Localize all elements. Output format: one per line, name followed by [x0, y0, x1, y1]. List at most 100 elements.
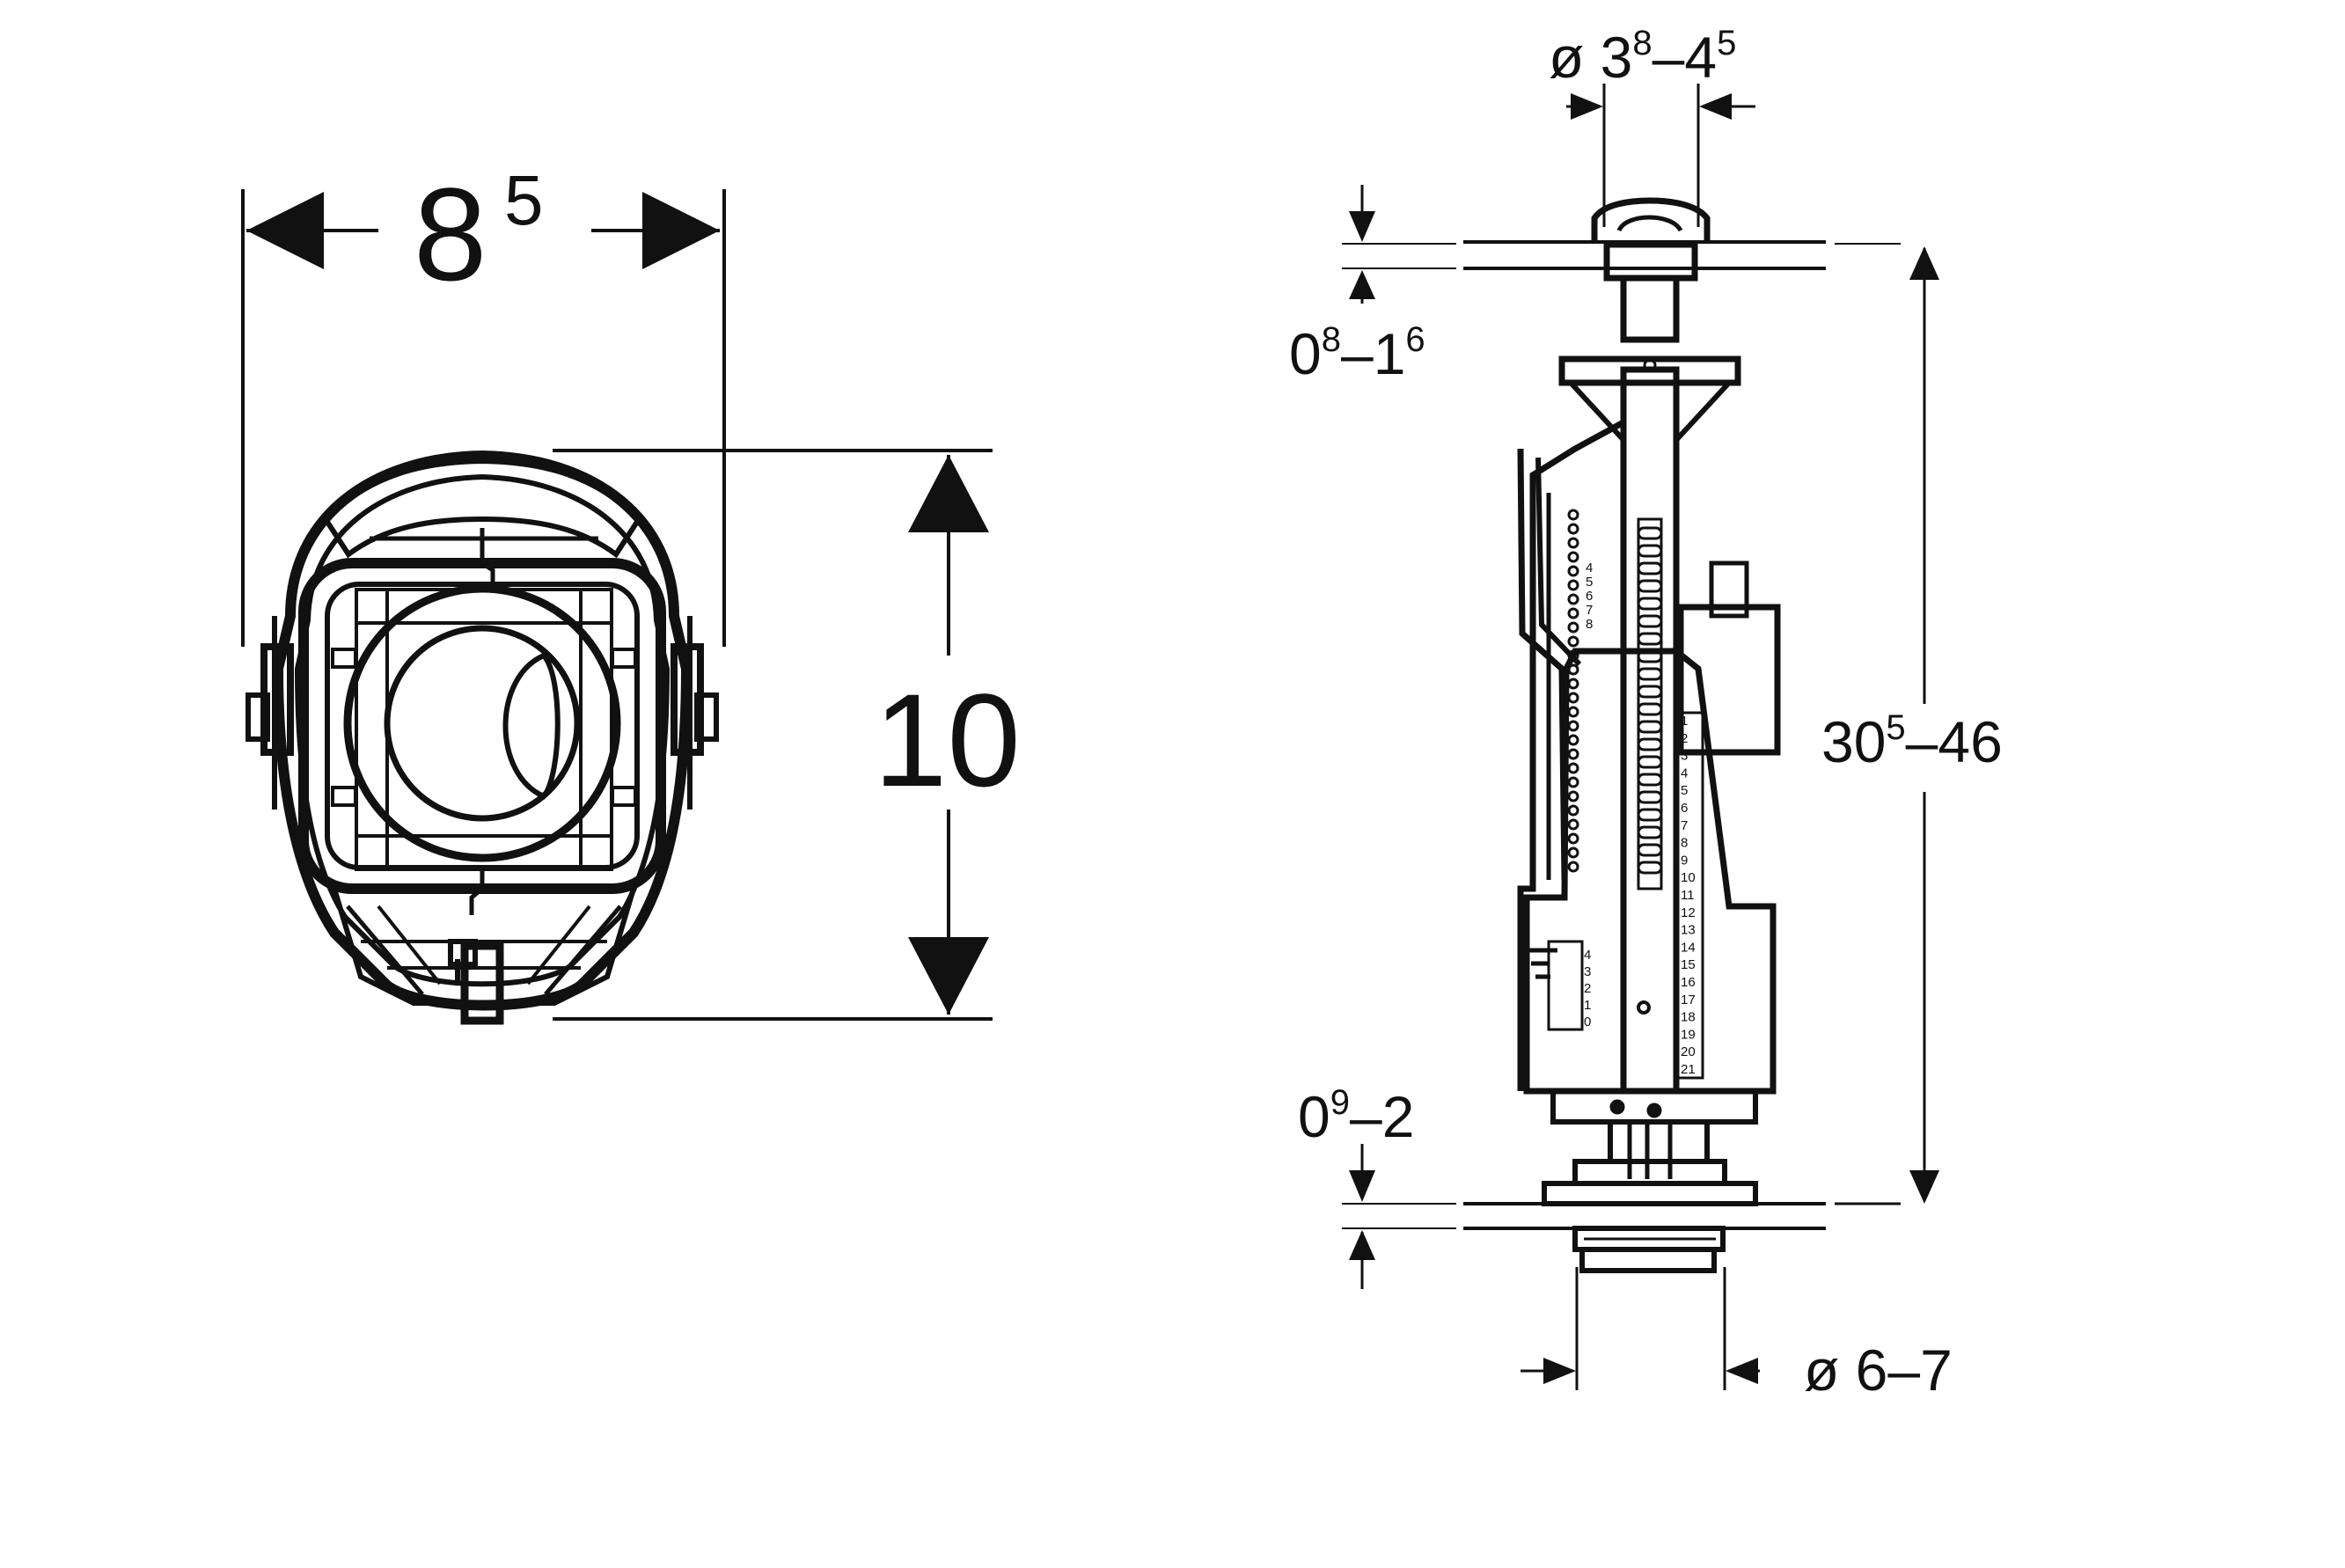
scale-main-label-8: 9	[1681, 853, 1688, 868]
shaft-slot	[1637, 685, 1663, 699]
width-value: 8	[414, 160, 487, 308]
width-value-sup: 5	[504, 161, 544, 239]
scale-main-label-18: 19	[1681, 1027, 1696, 1042]
top-diameter-prefix: ø	[1549, 25, 1601, 90]
height-dimension: 10	[874, 455, 1021, 1015]
scale-main-label-14: 15	[1681, 957, 1696, 972]
shaft-slot	[1637, 526, 1663, 540]
scale-main-label-3: 4	[1681, 766, 1688, 780]
top-thickness-b: 1	[1374, 321, 1406, 386]
shaft-slot	[1637, 614, 1663, 628]
scale-upper-label-2: 6	[1586, 589, 1593, 604]
shaft-slot	[1637, 755, 1663, 769]
bottom-thickness-a-sup: 9	[1330, 1083, 1350, 1122]
arrow-left-icon	[1726, 1358, 1758, 1384]
scale-main-label-9: 10	[1681, 870, 1696, 885]
arrow-up-icon	[908, 455, 989, 532]
overflow-perforation	[1567, 537, 1579, 549]
bottom-thickness-b: 2	[1382, 1084, 1415, 1149]
overflow-perforation	[1567, 804, 1579, 817]
top-diameter-b-sup: 5	[1717, 24, 1736, 62]
shaft-slot	[1637, 737, 1663, 751]
top-diameter-b: 4	[1684, 25, 1717, 90]
scale-main-label-7: 8	[1681, 836, 1688, 851]
top-diameter-a-sup: 8	[1632, 24, 1652, 62]
overflow-perforation	[1567, 734, 1579, 746]
overflow-perforation	[1567, 861, 1579, 873]
overflow-perforation	[1567, 818, 1579, 831]
scale-main-label-11: 12	[1681, 905, 1696, 920]
svg-text:ø 38–45: ø 38–45	[1549, 24, 1736, 90]
overflow-perforation	[1567, 523, 1579, 535]
top-diameter-sep: –	[1652, 25, 1685, 90]
overflow-perforation	[1567, 663, 1579, 676]
overall-height-b: 46	[1938, 709, 2002, 774]
arrow-up-icon	[1909, 246, 1939, 280]
shaft-slot	[1637, 843, 1663, 857]
overall-height-dimension: 305–46	[1821, 246, 2003, 1205]
overflow-perforation	[1567, 720, 1579, 732]
arrow-down-icon	[1349, 211, 1375, 242]
overflow-perforation	[1567, 565, 1579, 577]
top-diameter-dimension: ø 38–45	[1549, 24, 1755, 227]
arrow-up-icon	[1349, 270, 1375, 299]
arrow-left-icon	[1699, 93, 1732, 120]
flush-valve-side-view	[1517, 197, 1781, 1273]
scale-main-label-1: 2	[1681, 731, 1688, 746]
scale-upper-label-3: 7	[1586, 603, 1593, 618]
scale-small-label-2: 2	[1584, 981, 1591, 996]
overflow-perforation	[1567, 790, 1579, 802]
scale-small-label-3: 1	[1584, 998, 1591, 1013]
shaft-slot	[1637, 632, 1663, 646]
shaft-slot	[1637, 702, 1663, 716]
svg-text:08–16: 08–16	[1289, 320, 1425, 386]
arrow-down-icon	[1909, 1170, 1939, 1204]
shaft-slot	[1637, 808, 1663, 822]
overflow-perforation	[1567, 706, 1579, 718]
top-thickness-b-sup: 6	[1405, 320, 1425, 359]
scale-small-label-0: 4	[1584, 948, 1591, 963]
arrow-down-icon	[1349, 1170, 1375, 1202]
shaft-slot	[1637, 649, 1663, 663]
overall-height-a: 30	[1821, 709, 1886, 774]
shaft-slot	[1637, 561, 1663, 575]
scale-main-label-15: 16	[1681, 975, 1696, 990]
scale-main-label-19: 20	[1681, 1044, 1696, 1059]
shaft-slot	[1637, 667, 1663, 681]
overflow-perforation	[1567, 762, 1579, 774]
bottom-diameter-dimension: ø 6–7	[1521, 1267, 1953, 1403]
scale-main-label-17: 18	[1681, 1010, 1696, 1025]
scale-main-label-4: 5	[1681, 783, 1688, 798]
overflow-perforation	[1567, 593, 1579, 605]
shaft-slot	[1637, 597, 1663, 611]
flush-valve-top-view	[245, 450, 719, 1025]
bottom-diameter-value: ø 6–7	[1804, 1337, 1953, 1403]
shaft-slots	[1567, 509, 1663, 875]
side-view: 08–16 ø 38–45 305–46	[1289, 24, 2003, 1403]
overflow-perforation	[1567, 832, 1579, 845]
overflow-perforation	[1567, 776, 1579, 788]
shaft-slot	[1637, 790, 1663, 804]
top-diameter-a: 3	[1601, 25, 1633, 90]
overflow-perforation	[1567, 678, 1579, 690]
scale-small-label-1: 3	[1584, 964, 1591, 979]
height-scale	[1674, 711, 1704, 1080]
scale-main-label-12: 13	[1681, 923, 1696, 938]
overflow-perforation	[1567, 607, 1579, 619]
top-thickness-a: 0	[1289, 321, 1322, 386]
arrow-up-icon	[1349, 1230, 1375, 1260]
bottom-thickness-sep: –	[1350, 1084, 1382, 1149]
top-thickness-a-sup: 8	[1322, 320, 1341, 359]
overflow-perforation	[1567, 846, 1579, 859]
scale-small-label-4: 0	[1584, 1015, 1591, 1029]
top-thickness-dimension: 08–16	[1289, 185, 1425, 386]
shaft-slot	[1637, 773, 1663, 787]
scale-main-label-2: 3	[1681, 749, 1688, 764]
shaft-slot	[1637, 579, 1663, 593]
shaft-slot	[1637, 720, 1663, 734]
shaft-slot	[1637, 544, 1663, 558]
scale-main-label-16: 17	[1681, 993, 1696, 1007]
